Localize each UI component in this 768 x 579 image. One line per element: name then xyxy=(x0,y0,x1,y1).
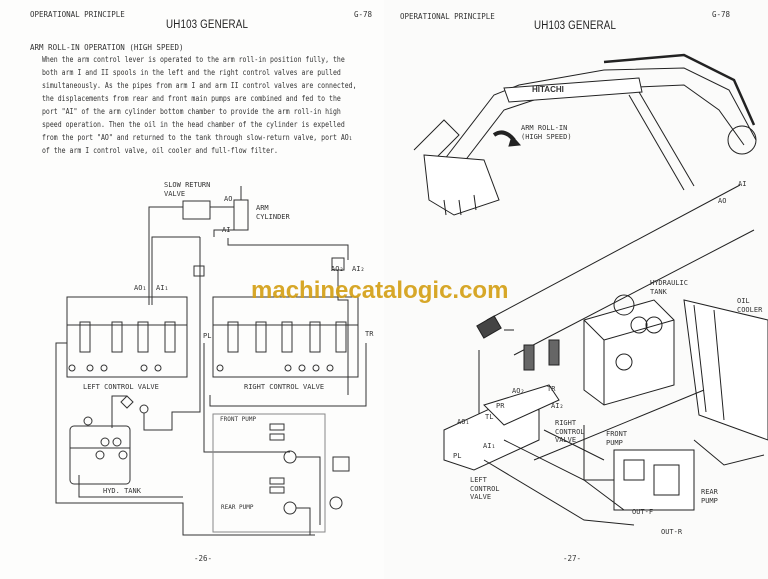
paragraph-line: of the arm I control valve, oil cooler a… xyxy=(42,145,278,155)
paragraph-line: from the port "AO" and returned to the t… xyxy=(42,132,353,142)
section-header: OPERATIONAL PRINCIPLE xyxy=(400,12,495,21)
hydraulic-tank-symbol xyxy=(69,425,131,485)
paragraph-line: port "AI" of the arm cylinder bottom cha… xyxy=(42,106,341,116)
pump-unit-symbol xyxy=(212,413,326,533)
label-ao1: AO₁ xyxy=(134,284,147,292)
label-front-pump: FRONT PUMP xyxy=(220,416,257,423)
label-ao: AO xyxy=(224,195,233,203)
slow-return-valve-symbol xyxy=(182,200,211,220)
label-ai1: AI₁ xyxy=(483,442,496,450)
label-left-control-valve: LEFT CONTROL VALVE xyxy=(83,383,159,391)
paragraph-line: the displacements from rear and front ma… xyxy=(42,93,341,103)
arm-cylinder-symbol xyxy=(233,199,249,231)
label-out-r: OUT-R xyxy=(661,528,683,536)
label-ai1: AI₁ xyxy=(156,284,169,292)
label-ao2: AO₂ xyxy=(331,265,344,273)
page-title: UH103 GENERAL xyxy=(534,20,617,32)
page-number: -27- xyxy=(563,554,582,563)
label-out-f: OUT-F xyxy=(632,508,654,516)
right-page: OPERATIONAL PRINCIPLE G-78 UH103 GENERAL… xyxy=(384,0,768,579)
watermark: machinecatalogic.com xyxy=(251,277,509,304)
label-right-control-valve: RIGHT CONTROL VALVE xyxy=(244,383,325,391)
paragraph-line: speed operation. Then the oil in the hea… xyxy=(42,119,345,129)
excavator-front-attachment xyxy=(413,53,757,216)
left-control-valve-symbol xyxy=(66,296,188,378)
oil-cooler-drawing xyxy=(683,299,768,441)
label-tr: TR xyxy=(547,385,556,393)
label-ao: AO xyxy=(718,197,727,205)
label-tl: TL xyxy=(485,413,494,421)
label-arm-roll-in: ARM ROLL-IN(HIGH SPEED) xyxy=(521,124,572,141)
page-code: G-78 xyxy=(712,10,731,19)
label-ao2: AO₂ xyxy=(512,387,525,395)
page-title: UH103 GENERAL xyxy=(166,19,249,31)
label-ao1: AO₁ xyxy=(457,418,470,426)
label-pr: PR xyxy=(496,402,505,410)
label-ai2: AI₂ xyxy=(551,402,564,410)
paragraph-line: simultaneously. As the pipes from arm I … xyxy=(42,80,357,90)
label-tr: TR xyxy=(365,330,374,338)
hydraulic-circuit-diagram xyxy=(55,186,367,536)
hydraulic-tank-drawing xyxy=(583,299,675,406)
paragraph-line: When the arm control lever is operated t… xyxy=(42,55,345,64)
page-code: G-78 xyxy=(354,10,373,19)
section-heading: ARM ROLL-IN OPERATION (HIGH SPEED) xyxy=(30,43,184,52)
left-page: OPERATIONAL PRINCIPLE G-78 UH103 GENERAL… xyxy=(30,10,374,563)
body-paragraph: When the arm control lever is operated t… xyxy=(42,54,357,158)
section-header: OPERATIONAL PRINCIPLE xyxy=(30,10,125,19)
label-pl: PL xyxy=(453,452,462,460)
paragraph-line: both arm I and II spools in the left and… xyxy=(42,67,341,77)
label-ai: AI xyxy=(222,226,231,234)
label-ai: AI xyxy=(738,180,747,188)
label-ai2: AI₂ xyxy=(352,265,365,273)
page-number: -26- xyxy=(194,554,213,563)
right-control-valve-symbol xyxy=(212,296,359,378)
label-pl: PL xyxy=(203,332,212,340)
label-rear-pump: REAR PUMP xyxy=(221,504,254,511)
hitachi-logo: HITACHI xyxy=(532,85,564,94)
label-hyd-tank: HYD. TANK xyxy=(103,487,141,495)
excavator-hydraulic-illustration xyxy=(413,53,768,526)
